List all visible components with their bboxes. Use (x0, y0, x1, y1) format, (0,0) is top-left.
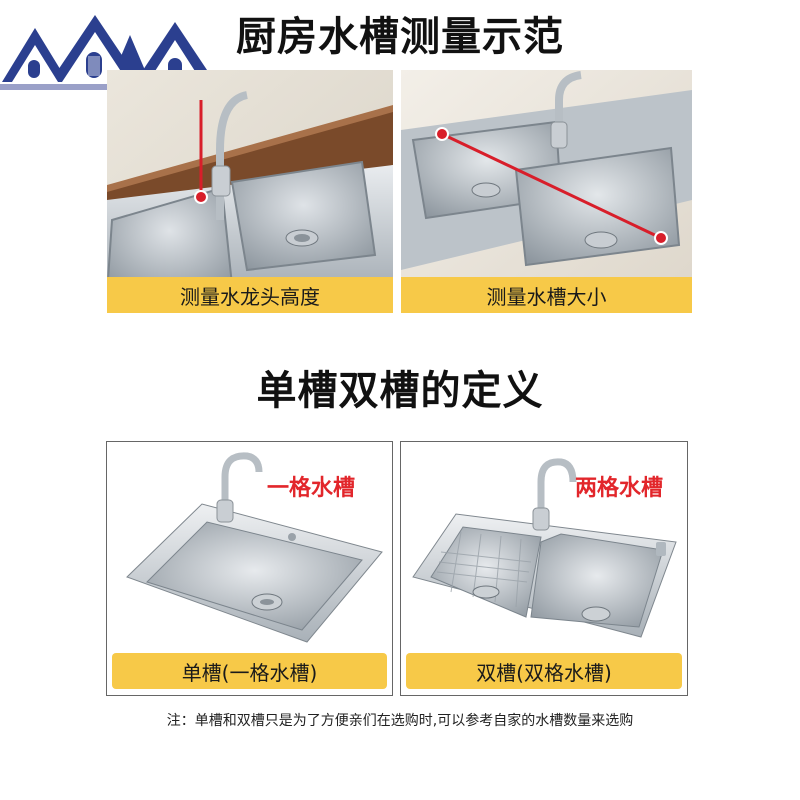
caption-sink-size: 测量水槽大小 (401, 277, 692, 313)
section-title-definition: 单槽双槽的定义 (256, 368, 544, 414)
double-sink-illustration (412, 458, 677, 638)
sink-faucet-height-illustration (107, 70, 393, 313)
panel-faucet-height: 测量水龙头高度 (107, 70, 393, 313)
caption-faucet-height: 测量水龙头高度 (107, 277, 393, 313)
sink-size-illustration (401, 70, 692, 313)
panel-sink-size: 测量水槽大小 (401, 70, 692, 313)
footnote: 注：单槽和双槽只是为了方便亲们在选购时,可以参考自家的水槽数量来选购 (166, 713, 634, 729)
caption-double-sink: 双槽(双格水槽) (406, 653, 682, 689)
single-sink-illustration (126, 452, 383, 643)
page-title-measurement: 厨房水槽测量示范 (236, 14, 564, 60)
double-sink-tag: 两格水槽 (575, 476, 664, 501)
panel-single-sink: 一格水槽 单槽(一格水槽) (106, 441, 393, 696)
brand-logo (0, 0, 236, 95)
panel-double-sink: 两格水槽 双槽(双格水槽) (400, 441, 688, 696)
single-sink-tag: 一格水槽 (267, 476, 356, 501)
caption-single-sink: 单槽(一格水槽) (112, 653, 387, 689)
